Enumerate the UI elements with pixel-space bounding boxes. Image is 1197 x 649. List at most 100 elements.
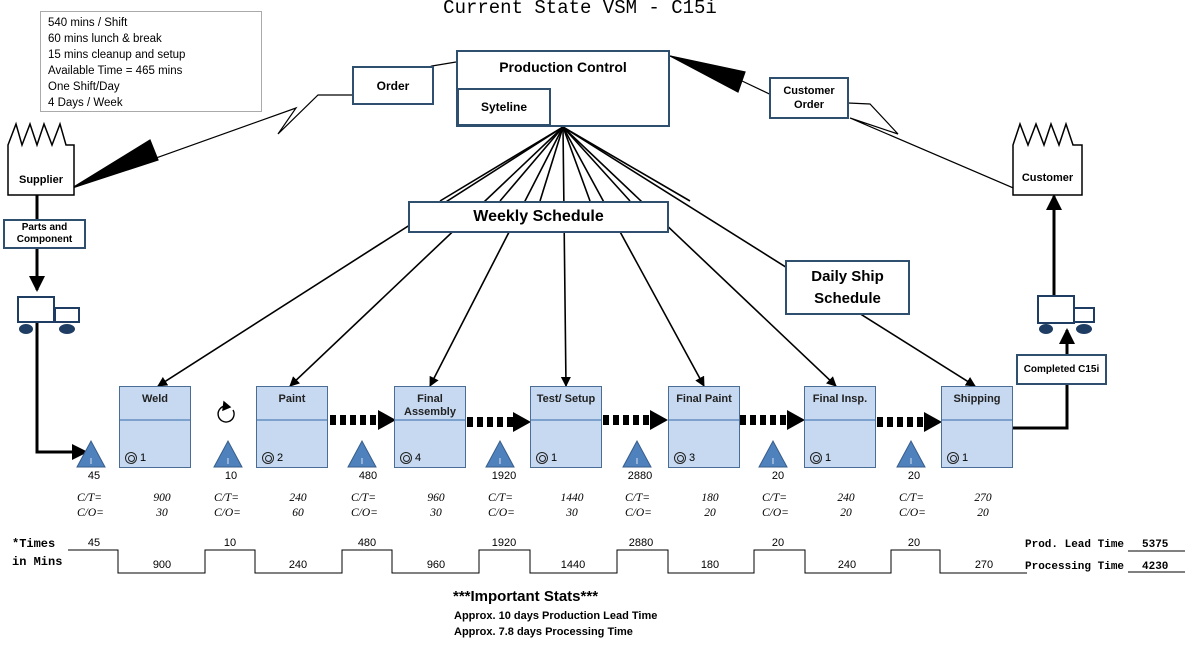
note-line: One Shift/Day bbox=[48, 81, 120, 93]
process-name: Shipping bbox=[942, 387, 1012, 421]
ct-label: C/T= bbox=[899, 492, 925, 504]
inventory-value: 480 bbox=[358, 470, 378, 482]
process-name: Final Assembly bbox=[395, 387, 465, 421]
ct-label: C/T= bbox=[488, 492, 514, 504]
note-line: 15 mins cleanup and setup bbox=[48, 49, 186, 61]
important-stats-line-2: Approx. 7.8 days Processing Time bbox=[454, 626, 633, 638]
timeline-process-value: 900 bbox=[152, 559, 172, 571]
ct-label: C/T= bbox=[214, 492, 240, 504]
customer-label: Customer bbox=[1021, 172, 1074, 184]
inventory-value: 2880 bbox=[627, 470, 653, 482]
production-control-label: Production Control bbox=[499, 59, 627, 75]
inventory-value: 10 bbox=[224, 470, 238, 482]
ct-label: C/T= bbox=[625, 492, 651, 504]
co-label: C/O= bbox=[77, 507, 104, 519]
timeline-wait-value: 20 bbox=[771, 537, 785, 549]
operator-count: 3 bbox=[674, 452, 695, 464]
operator-icon bbox=[125, 452, 137, 464]
push-arrow-5 bbox=[877, 412, 942, 432]
info-flow-customer bbox=[669, 55, 1019, 191]
weekly-schedule-label: Weekly Schedule bbox=[473, 208, 604, 225]
push-arrow-2 bbox=[467, 412, 531, 432]
push-arrow-1 bbox=[330, 410, 396, 430]
operator-count: 1 bbox=[536, 452, 557, 464]
daily-ship-schedule-box: Daily Ship Schedule bbox=[785, 260, 910, 315]
stat-labels: C/T=C/O= bbox=[488, 491, 515, 521]
operator-number: 2 bbox=[277, 452, 284, 464]
shift-notes: 540 mins / Shift 60 mins lunch & break 1… bbox=[40, 11, 262, 112]
co-value: 30 bbox=[430, 507, 442, 519]
parts-component-box: Parts and Component bbox=[3, 219, 86, 249]
operator-icon bbox=[262, 452, 274, 464]
inventory-value: 20 bbox=[907, 470, 921, 482]
customer-order-box: Customer Order bbox=[769, 77, 849, 119]
inventory-icon-letter: I bbox=[90, 457, 92, 466]
ct-value: 180 bbox=[701, 492, 719, 504]
lead-time-label: Prod. Lead Time bbox=[1025, 539, 1125, 551]
push-arrow-3 bbox=[603, 410, 668, 430]
order-box: Order bbox=[352, 66, 434, 105]
push-arrows bbox=[330, 410, 942, 432]
co-label: C/O= bbox=[625, 507, 652, 519]
supplier-label: Supplier bbox=[18, 174, 63, 186]
timeline-label-2: in Mins bbox=[12, 555, 63, 569]
operator-count: 1 bbox=[947, 452, 968, 464]
operator-icon bbox=[947, 452, 959, 464]
inventory-icon-letter: I bbox=[910, 457, 912, 466]
operator-number: 4 bbox=[415, 452, 422, 464]
operator-number: 1 bbox=[551, 452, 558, 464]
stat-labels: C/T=C/O= bbox=[77, 491, 104, 521]
processing-time-value: 4230 bbox=[1142, 561, 1169, 573]
note-line: 540 mins / Shift bbox=[48, 17, 128, 29]
schedule-lines bbox=[157, 126, 976, 387]
ct-value: 240 bbox=[289, 492, 307, 504]
process-box: Final Insp. 1 bbox=[804, 386, 876, 468]
page-title: Current State VSM - C15i bbox=[443, 0, 717, 19]
inventory-value: 1920 bbox=[491, 470, 517, 482]
stat-labels: C/T= C/O= bbox=[351, 491, 378, 521]
co-value: 60 bbox=[292, 507, 304, 519]
timeline-wait-value: 2880 bbox=[628, 537, 654, 549]
process-name: Paint bbox=[257, 387, 327, 421]
inventory-triangle: I bbox=[213, 439, 243, 468]
timeline-process-value: 960 bbox=[426, 559, 446, 571]
push-arrow-4 bbox=[740, 410, 805, 430]
ct-value: 900 bbox=[153, 492, 171, 504]
process-name: Final Insp. bbox=[805, 387, 875, 421]
timeline-process-value: 270 bbox=[974, 559, 994, 571]
operator-count: 2 bbox=[262, 452, 283, 464]
co-value: 20 bbox=[977, 507, 989, 519]
operator-count: 1 bbox=[810, 452, 831, 464]
operator-icon bbox=[810, 452, 822, 464]
stat-labels: C/T=C/O= bbox=[762, 491, 789, 521]
inventory-icon-letter: I bbox=[772, 457, 774, 466]
co-label: C/O= bbox=[351, 507, 378, 519]
timeline-process-value: 240 bbox=[288, 559, 308, 571]
ct-value: 270 bbox=[974, 492, 992, 504]
timeline-line bbox=[68, 549, 1027, 574]
parts-component-label: Parts and Component bbox=[16, 222, 73, 245]
supplier-material-flow bbox=[29, 195, 88, 460]
ct-label: C/T= bbox=[351, 492, 377, 504]
inventory-triangle: I bbox=[622, 439, 652, 468]
inventory-value: 45 bbox=[87, 470, 101, 482]
timeline-process-value: 240 bbox=[837, 559, 857, 571]
timeline-wait-value: 20 bbox=[907, 537, 921, 549]
inventory-triangle: I bbox=[758, 439, 788, 468]
co-label: C/O= bbox=[899, 507, 926, 519]
operator-icon bbox=[674, 452, 686, 464]
inventory-triangle: I bbox=[347, 439, 377, 468]
customer-truck-icon bbox=[1037, 295, 1095, 334]
ct-value: 240 bbox=[837, 492, 855, 504]
inventory-icon-letter: I bbox=[227, 457, 229, 466]
inventory-value: 20 bbox=[771, 470, 785, 482]
note-line: Available Time = 465 mins bbox=[48, 65, 183, 77]
